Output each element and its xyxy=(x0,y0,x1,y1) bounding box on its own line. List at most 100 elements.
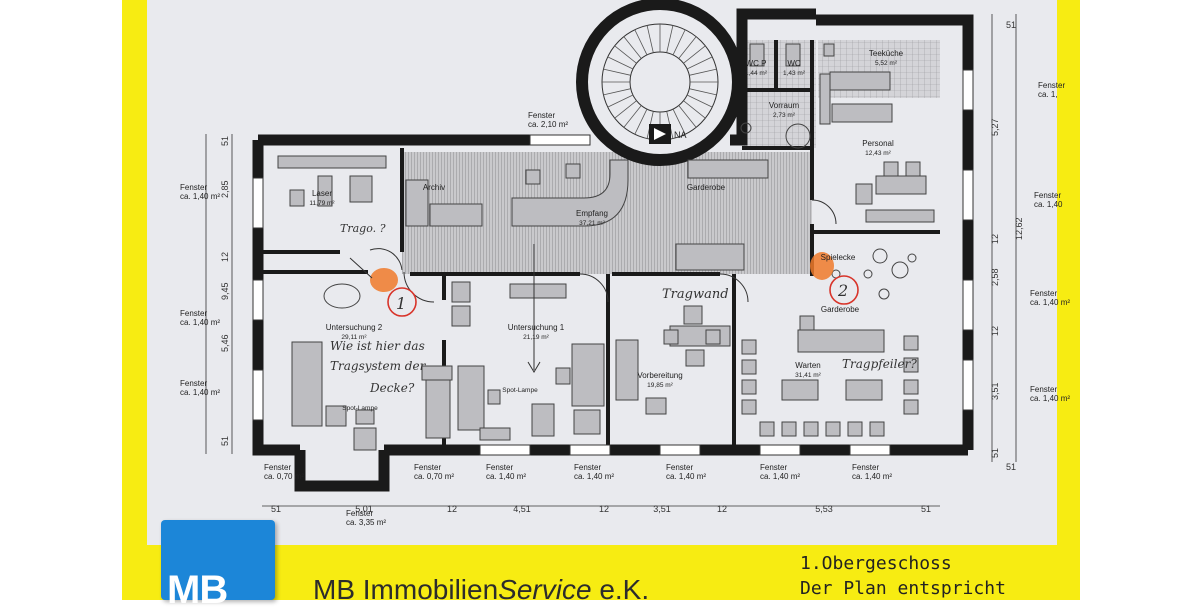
window-area: ca. 1,40 m² xyxy=(1030,394,1070,403)
room-label: Vorbereitung xyxy=(637,371,682,380)
window-area: ca. 1, xyxy=(1038,90,1058,99)
room-label: Garderobe xyxy=(821,305,860,314)
room-label: Garderobe xyxy=(687,183,726,192)
window-label: Fenster xyxy=(666,463,693,472)
room-label: Vorraum xyxy=(769,101,800,110)
window-label: Fenster xyxy=(180,183,207,192)
handwritten-question: Decke? xyxy=(369,381,415,395)
room-area: 1,44 m² xyxy=(745,70,768,77)
round-tables xyxy=(323,122,917,309)
window-label: Fenster xyxy=(264,463,291,472)
dimension-left: 51 xyxy=(220,136,230,146)
dimension-right: 51 xyxy=(990,448,1000,458)
red-circles xyxy=(387,275,859,317)
room-label: Teeküche xyxy=(869,49,904,58)
room-label: Warten xyxy=(795,361,821,370)
window-area: ca. 1,40 m² xyxy=(852,472,892,481)
dimension-right: 12 xyxy=(990,326,1000,336)
dimension-left: 9,45 xyxy=(220,282,230,300)
window-area: ca. 1,40 m² xyxy=(486,472,526,481)
dimension-right: 2,58 xyxy=(990,268,1000,286)
caption-plan: Der Plan entspricht xyxy=(800,578,1006,599)
dimension-top-right: 51 xyxy=(1006,462,1016,472)
room-label: Archiv xyxy=(423,183,445,192)
caption-floor: 1.Obergeschoss xyxy=(800,553,952,574)
window-label: Fenster xyxy=(346,509,373,518)
room-label: Empfang xyxy=(576,209,608,218)
window-area: ca. 0,70 m² xyxy=(414,472,454,481)
window-area: ca. 1,40 xyxy=(1034,200,1063,209)
room-area: 21,19 m² xyxy=(523,334,549,341)
room-area: 5,52 m² xyxy=(875,60,898,67)
window-area: ca. 1,40 m² xyxy=(1030,298,1070,307)
dimension-right: 12 xyxy=(990,234,1000,244)
furniture xyxy=(277,43,935,451)
room-area: 29,11 m² xyxy=(341,334,367,341)
window-label: Fenster xyxy=(760,463,787,472)
window-area: ca. 3,35 m² xyxy=(346,518,386,527)
room-area: 1,43 m² xyxy=(783,70,806,77)
room-area: 31,41 m² xyxy=(795,372,821,379)
window-area: ca. 1,40 m² xyxy=(666,472,706,481)
floor-plan-drawing: NA xyxy=(180,0,1070,527)
dimension-right: 12,62 xyxy=(1014,217,1024,240)
window-label: Fenster xyxy=(414,463,441,472)
dimension-bottom: 12 xyxy=(447,504,457,514)
handwritten-arrows xyxy=(349,244,541,373)
stair-tower xyxy=(576,0,744,166)
handwritten-warten: Tragpfeiler? xyxy=(842,357,917,371)
window-area: ca. 1,40 m² xyxy=(574,472,614,481)
handwritten-laser: Trago. ? xyxy=(340,222,386,235)
dimension-left: 51 xyxy=(220,436,230,446)
dimension-right: 3,51 xyxy=(990,382,1000,400)
window-label: Fenster xyxy=(486,463,513,472)
company-name: MB ImmobilienService e.K. xyxy=(313,574,650,605)
dimension-bottom: 12 xyxy=(599,504,609,514)
window-area: ca. 2,10 m² xyxy=(528,120,568,129)
dimension-bottom: 51 xyxy=(921,504,931,514)
window-label: Fenster xyxy=(1030,289,1057,298)
door-swings xyxy=(369,199,837,303)
room-label: Untersuchung 1 xyxy=(508,323,565,332)
dimension-top-right: 51 xyxy=(1006,20,1016,30)
window-area: ca. 1,40 m² xyxy=(760,472,800,481)
window-area: ca. 0,70 m² xyxy=(264,472,304,481)
window-label: Fenster xyxy=(852,463,879,472)
lamp-label: Spot-Lampe xyxy=(502,387,538,394)
room-label: Laser xyxy=(312,189,332,198)
window-gaps xyxy=(252,69,974,456)
room-label: Untersuchung 2 xyxy=(326,323,383,332)
window-label: Fenster xyxy=(528,111,555,120)
window-area: ca. 1,40 m² xyxy=(180,192,220,201)
window-label: Fenster xyxy=(1034,191,1061,200)
window-area: ca. 1,40 m² xyxy=(180,388,220,397)
lamp-label: Spot-Lampe xyxy=(342,405,378,412)
dimension-bottom: 3,51 xyxy=(653,504,671,514)
orange-highlights xyxy=(370,252,834,292)
dimension-bottom: 5,53 xyxy=(815,504,833,514)
dimension-left: 12 xyxy=(220,252,230,262)
handwritten-question: Tragsystem der xyxy=(330,359,427,373)
window-label: Fenster xyxy=(180,379,207,388)
window-label: Fenster xyxy=(574,463,601,472)
handwritten-tragwand: Tragwand xyxy=(662,287,729,302)
window-label: Fenster xyxy=(1038,81,1065,90)
dimension-right: 5,27 xyxy=(990,118,1000,136)
room-area: 19,85 m² xyxy=(647,382,673,389)
room-label: Spielecke xyxy=(821,253,856,262)
room-area: 11,79 m² xyxy=(309,200,335,207)
dimension-bottom: 4,51 xyxy=(513,504,531,514)
dimension-left: 5,46 xyxy=(220,334,230,352)
room-area: 37,21 m² xyxy=(579,220,605,227)
dimension-bottom: 12 xyxy=(717,504,727,514)
mb-logo: MB xyxy=(161,520,275,612)
dimension-lines xyxy=(205,14,1017,507)
dimension-bottom: 5,01 xyxy=(355,504,373,514)
interior-walls xyxy=(262,40,940,446)
room-label: WC xyxy=(787,59,801,68)
marker-1: 1 xyxy=(396,294,406,313)
room-label: WC P xyxy=(746,59,767,68)
marker-2: 2 xyxy=(837,281,848,300)
handwritten-question: Wie ist hier das xyxy=(330,339,425,353)
room-area: 12,43 m² xyxy=(865,150,891,157)
